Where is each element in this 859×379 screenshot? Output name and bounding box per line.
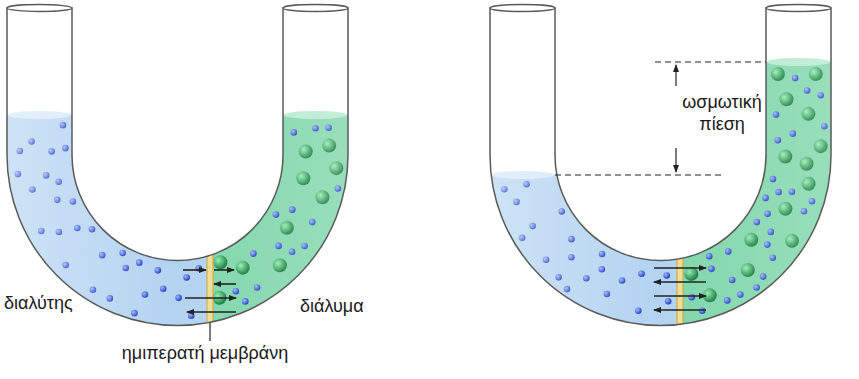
tube-rims bbox=[7, 5, 831, 12]
flow-arrows bbox=[183, 268, 706, 312]
solvent-label: διαλύτης bbox=[4, 293, 73, 315]
u-tube bbox=[490, 8, 831, 326]
osmotic-pressure-label: ωσμωτική πίεση bbox=[672, 92, 772, 135]
solution-label: διάλυμα bbox=[300, 296, 364, 318]
leader-line bbox=[209, 323, 210, 341]
u-tube bbox=[7, 8, 348, 326]
membrane-label: ημιπερατή μεμβράνη bbox=[122, 343, 288, 365]
